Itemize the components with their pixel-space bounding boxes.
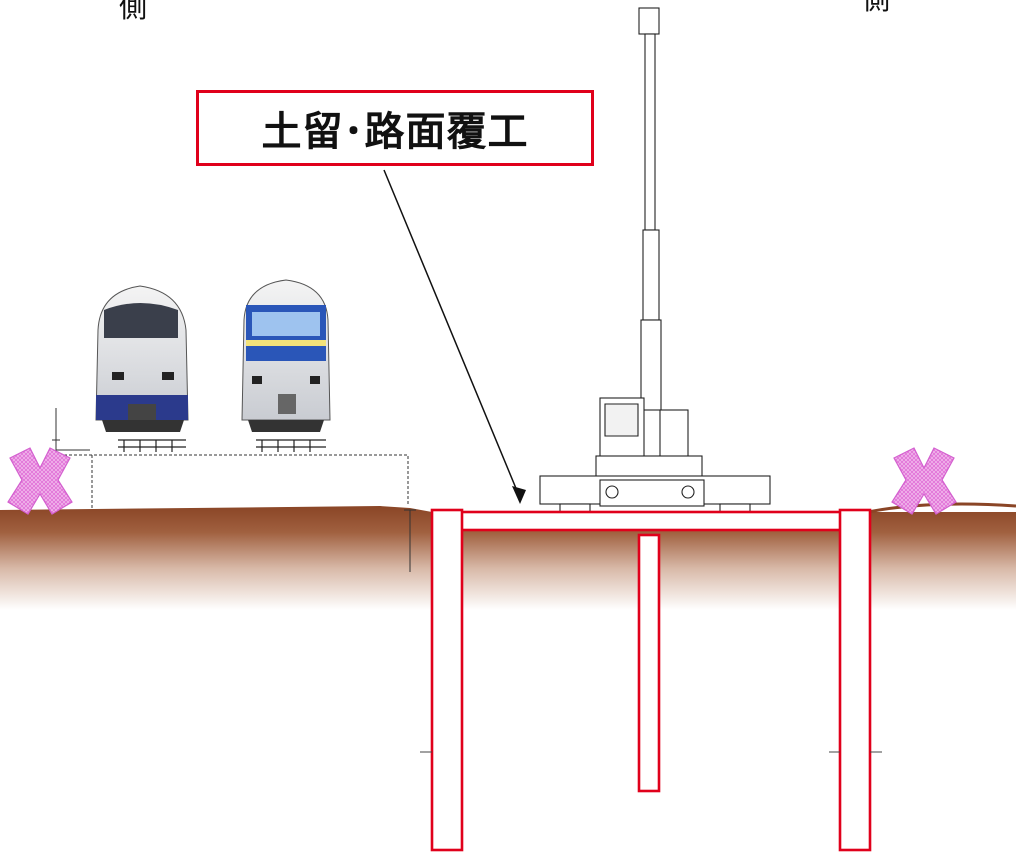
ground-soil (0, 506, 1016, 610)
right-pile (838, 508, 872, 852)
rail-embankment (52, 408, 416, 572)
train-front-icon (95, 285, 189, 432)
prohibited-cross-icon (7, 447, 73, 515)
callout-arrowhead (512, 486, 526, 504)
left-side-label: 側 (119, 0, 148, 24)
right-side-label: 側 (862, 0, 890, 14)
callout-label: 土留･路面覆工 (261, 109, 529, 155)
deck-beam (458, 510, 844, 532)
track-sleepers (118, 439, 326, 452)
retaining-structure (430, 508, 872, 852)
prohibited-cross-icon (891, 447, 957, 515)
train-front-icon (241, 279, 331, 432)
crane-icon (539, 7, 771, 513)
left-pile (430, 508, 464, 852)
callout-box: 土留･路面覆工 (196, 90, 594, 166)
callout-pointer (383, 169, 521, 499)
center-pile (637, 533, 661, 793)
